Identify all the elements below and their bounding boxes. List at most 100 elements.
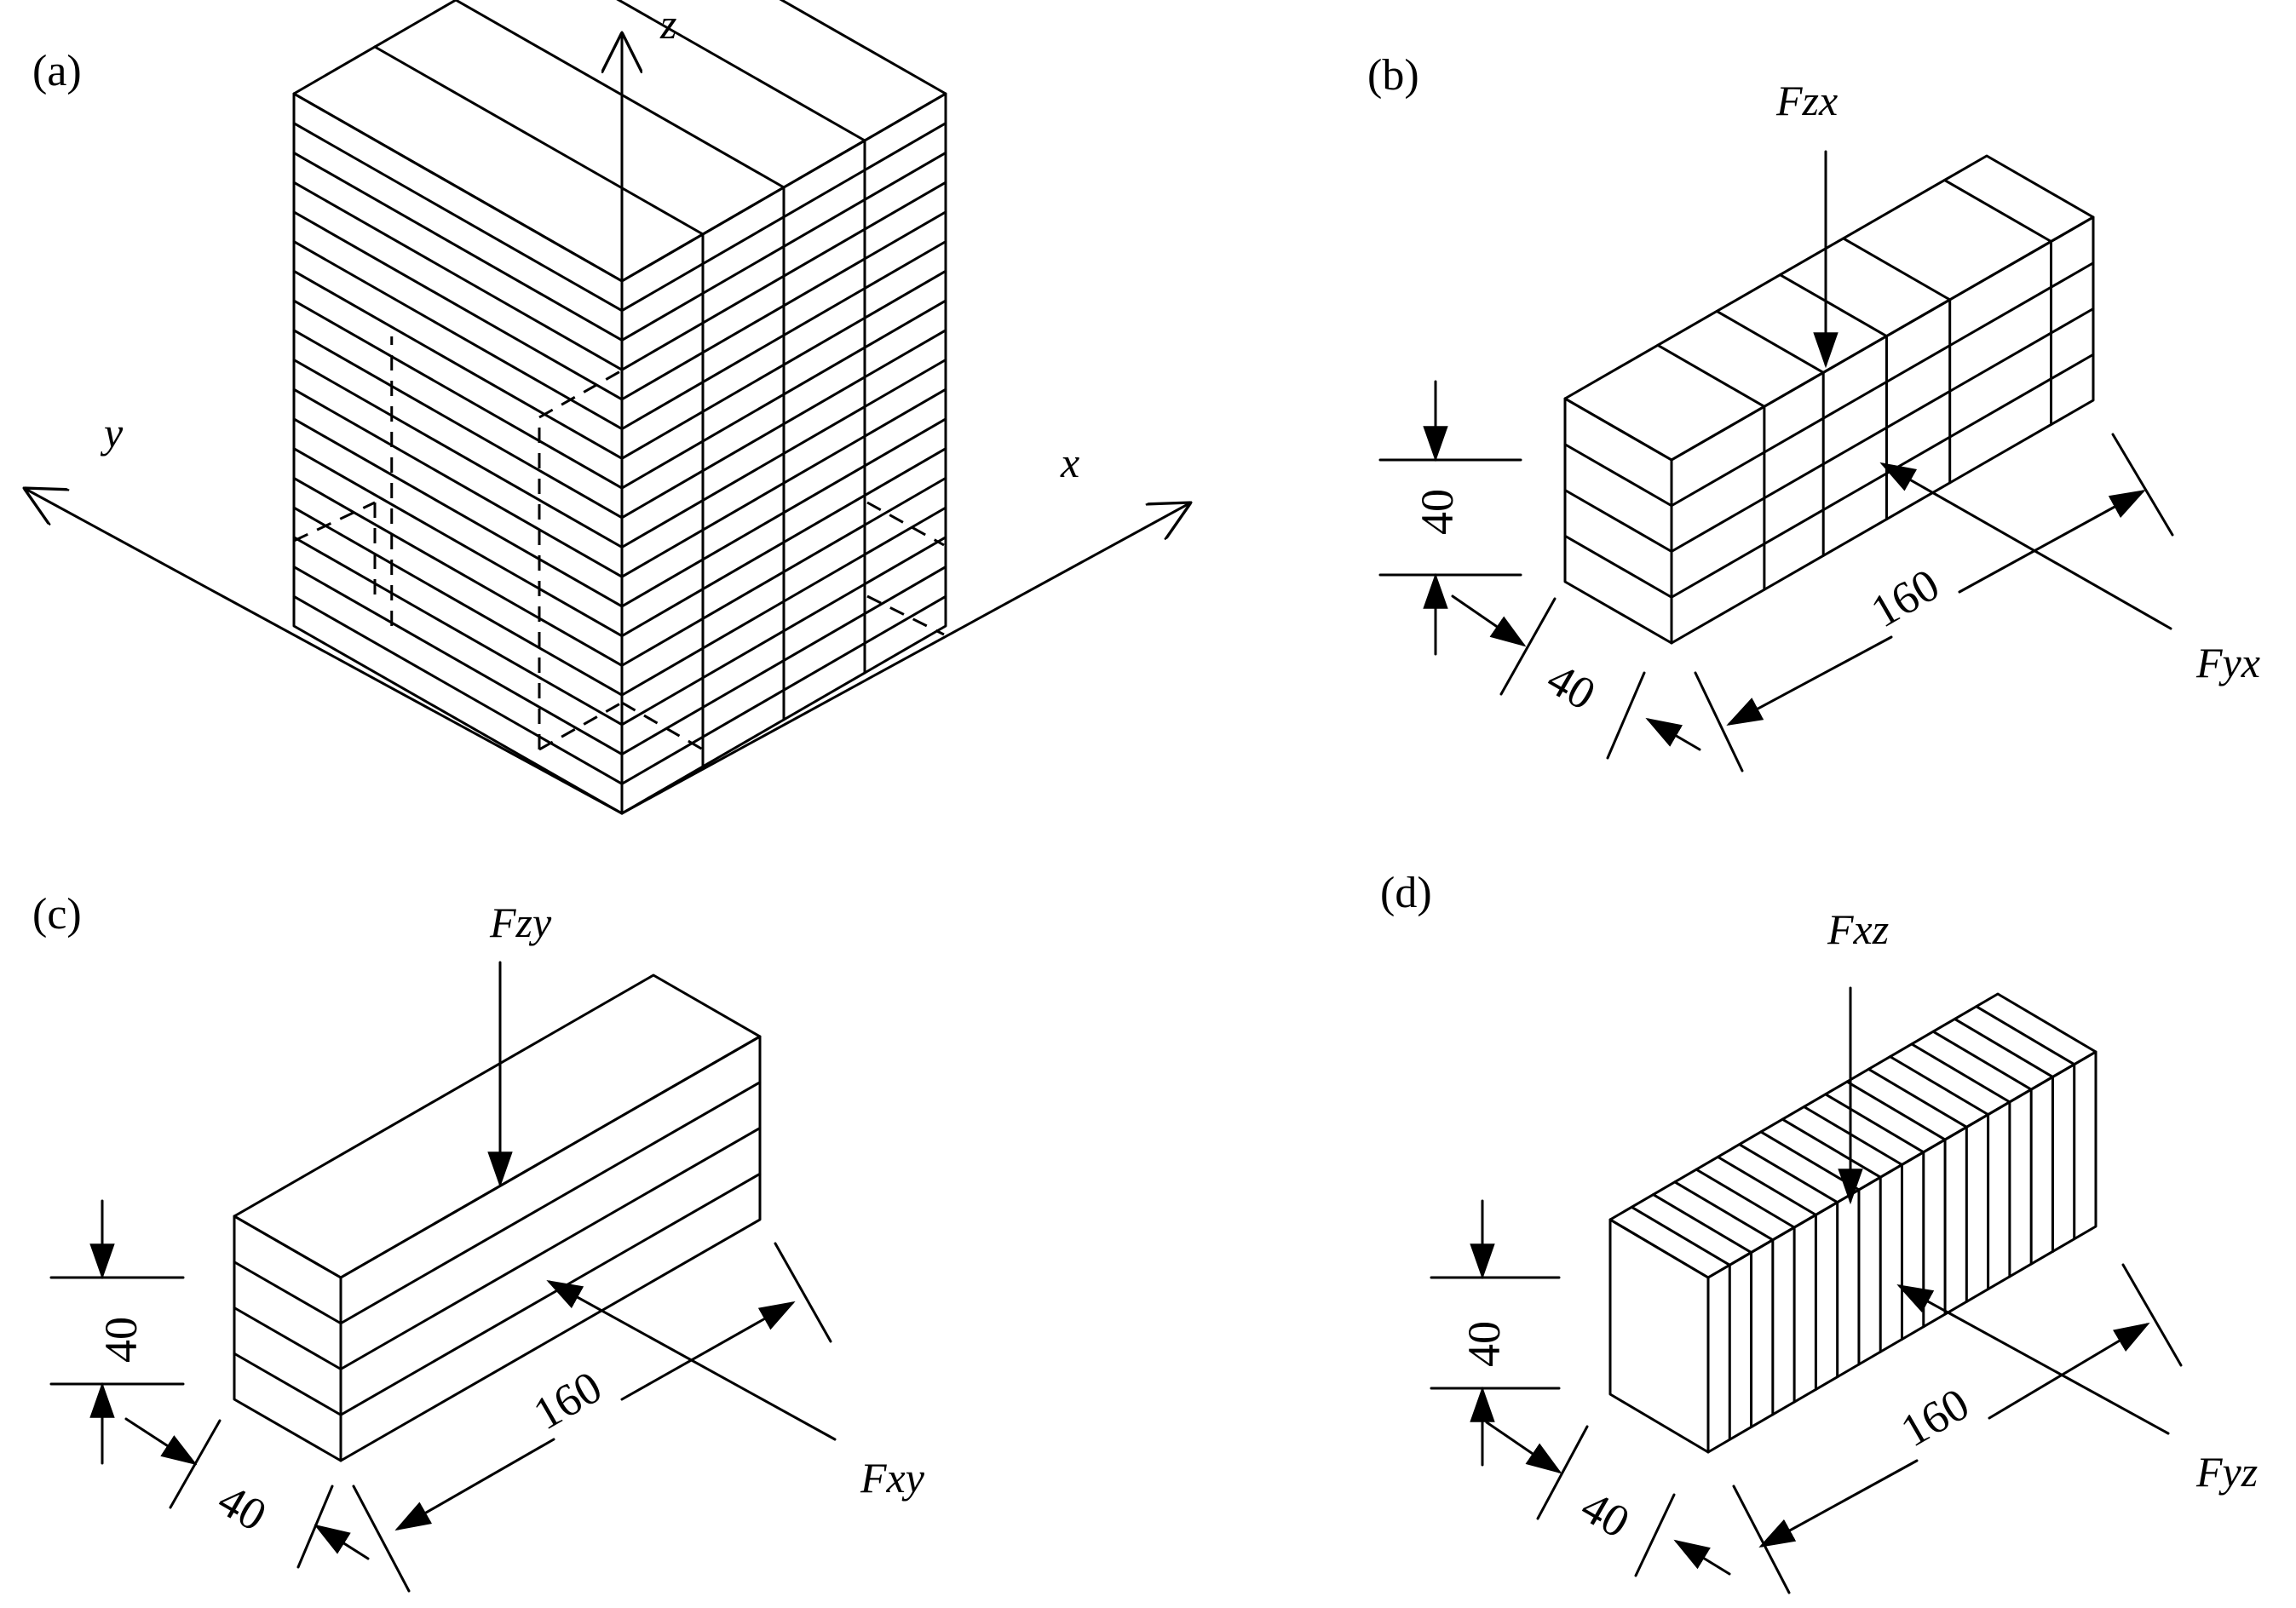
layer-line bbox=[292, 359, 624, 548]
layer-line bbox=[292, 329, 624, 520]
dim-tick bbox=[2111, 433, 2174, 537]
force-fxz-label: Fxz bbox=[1827, 905, 1889, 953]
dim-arrow bbox=[1673, 1539, 1731, 1576]
band-line bbox=[616, 0, 866, 142]
dim-arrow bbox=[394, 1438, 555, 1531]
layer-line bbox=[1670, 307, 2095, 553]
layer-line bbox=[292, 210, 624, 401]
length-dim-label: 160 bbox=[1862, 559, 1948, 637]
specimen-c bbox=[233, 973, 762, 1462]
cut-line bbox=[1803, 1106, 1903, 1166]
layer-line bbox=[292, 594, 624, 785]
panel-d: (d) Fxz Fyz 40 40 160 bbox=[1380, 869, 2258, 1594]
cut-line bbox=[1695, 1168, 1796, 1229]
layer-line bbox=[292, 240, 624, 431]
dim-arrow bbox=[1958, 489, 2146, 594]
width-dim-label: 40 bbox=[1539, 652, 1604, 720]
hidden-edge bbox=[866, 501, 945, 547]
width-dim-label: 40 bbox=[210, 1473, 275, 1541]
height-dim-label: 40 bbox=[1412, 489, 1463, 535]
hidden-edge bbox=[538, 701, 623, 751]
top-face bbox=[1563, 154, 2095, 462]
cut-line bbox=[1630, 1205, 1731, 1266]
cut-line bbox=[1845, 1080, 1947, 1141]
cut-line bbox=[1715, 309, 1825, 374]
dim-tick bbox=[774, 1242, 832, 1343]
hidden-edge bbox=[293, 501, 376, 543]
dim-arrow bbox=[1645, 717, 1701, 751]
layer-line bbox=[292, 417, 624, 608]
cut-line bbox=[1975, 1005, 2076, 1066]
panel-c: (c) Fzy Fxy 40 40 160 bbox=[32, 890, 925, 1593]
layer-line bbox=[233, 1261, 342, 1325]
dim-tick bbox=[352, 1485, 411, 1593]
dim-arrow bbox=[620, 1301, 796, 1401]
cut-line bbox=[1656, 343, 1766, 408]
cut-line bbox=[1738, 1143, 1839, 1204]
height-dim-label: 40 bbox=[1459, 1321, 1510, 1367]
cut-line bbox=[1716, 1155, 1817, 1216]
force-fxy-label: Fxy bbox=[860, 1454, 925, 1502]
force-fyx-label: Fyx bbox=[2195, 639, 2260, 686]
layer-line bbox=[292, 122, 624, 313]
layer-line bbox=[339, 1081, 762, 1325]
cut-line bbox=[1652, 1193, 1753, 1255]
force-fyz-label: Fyz bbox=[2195, 1448, 2258, 1496]
layer-line bbox=[292, 299, 624, 490]
top-face bbox=[233, 973, 762, 1279]
force-fzy-label: Fzy bbox=[489, 899, 552, 946]
layer-line bbox=[292, 388, 624, 578]
layer-line bbox=[292, 181, 624, 371]
band-line bbox=[373, 45, 705, 236]
cut-line bbox=[1943, 179, 2052, 243]
panel-c-label: (c) bbox=[32, 890, 82, 939]
layer-line bbox=[1563, 489, 1673, 553]
specimen-b bbox=[1563, 154, 2095, 645]
layer-line bbox=[339, 1172, 762, 1416]
dim-arrow bbox=[1758, 1459, 1919, 1548]
force-fzx-label: Fzx bbox=[1775, 77, 1838, 124]
x-axis bbox=[620, 502, 1191, 815]
dim-arrow bbox=[1726, 635, 1893, 726]
hidden-edge bbox=[621, 701, 704, 751]
layer-line bbox=[292, 476, 624, 667]
layer-line bbox=[1670, 261, 2095, 508]
specimen-d bbox=[1608, 992, 2097, 1454]
z-axis-label: z bbox=[659, 0, 676, 48]
layered-cube bbox=[292, 0, 947, 815]
hidden-edge bbox=[866, 594, 945, 636]
dim-arrow bbox=[1451, 594, 1527, 647]
layer-line bbox=[292, 269, 624, 460]
end-face bbox=[1608, 1218, 1710, 1454]
dim-tick bbox=[1606, 671, 1646, 760]
hidden-edge bbox=[538, 369, 623, 419]
dim-arrow bbox=[1485, 1421, 1562, 1474]
length-dim-label: 160 bbox=[1892, 1378, 1977, 1456]
force-fyz-arrow bbox=[1896, 1284, 2170, 1435]
layer-line bbox=[1563, 534, 1673, 599]
layer-line bbox=[233, 1352, 342, 1416]
layer-line bbox=[292, 151, 624, 342]
cut-line bbox=[1824, 1093, 1925, 1154]
top-face bbox=[292, 0, 947, 283]
panel-b: (b) Fzx Fyx 40 40 160 bbox=[1367, 51, 2260, 772]
dim-tick bbox=[1634, 1493, 1676, 1577]
layer-line bbox=[292, 506, 624, 697]
cut-line bbox=[1781, 1117, 1882, 1179]
dim-tick bbox=[1536, 1425, 1589, 1520]
layer-line bbox=[292, 566, 624, 756]
dim-arrow bbox=[314, 1524, 370, 1560]
layer-line bbox=[1563, 443, 1673, 508]
y-axis-label: y bbox=[100, 409, 124, 457]
cut-line bbox=[1759, 1130, 1861, 1192]
cut-line bbox=[1910, 1042, 2011, 1104]
dim-tick bbox=[1499, 597, 1557, 696]
dim-tick bbox=[1732, 1485, 1791, 1594]
panel-b-label: (b) bbox=[1367, 51, 1419, 100]
panel-a: (a) z y x bbox=[24, 0, 1191, 815]
dim-arrow bbox=[124, 1417, 198, 1466]
dim-tick bbox=[2121, 1263, 2183, 1367]
cut-line bbox=[1778, 273, 1888, 338]
dim-tick bbox=[1694, 671, 1744, 772]
